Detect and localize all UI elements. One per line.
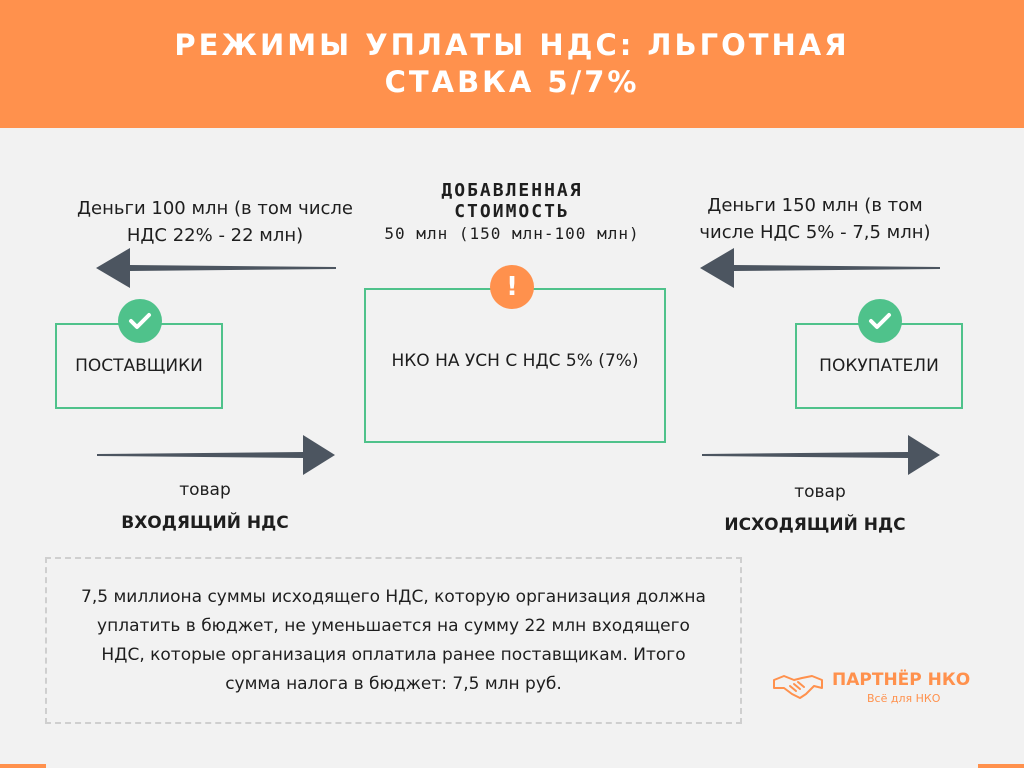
added-value-subtitle: 50 млн (150 млн-100 млн) <box>384 224 640 243</box>
logo-name: ПАРТНЁР НКО <box>832 670 971 690</box>
right-goods-label: товар <box>794 482 846 502</box>
logo: ПАРТНЁР НКО Всё для НКО <box>772 668 982 708</box>
goods-arrow-left-side <box>97 435 335 475</box>
right-money-text: Деньги 150 млн (в том числе НДС 5% - 7,5… <box>699 195 931 243</box>
explanation-text: 7,5 миллиона суммы исходящего НДС, котор… <box>81 586 706 694</box>
handshake-icon <box>773 675 823 699</box>
corner-accent-left <box>0 764 46 768</box>
logo-tagline: Всё для НКО <box>867 692 941 705</box>
page-title: РЕЖИМЫ УПЛАТЫ НДС: ЛЬГОТНАЯ СТАВКА 5/7% <box>174 28 850 99</box>
alert-glyph: ! <box>506 272 518 302</box>
money-arrow-right-side <box>700 248 940 288</box>
check-icon <box>118 299 162 343</box>
money-arrow-left <box>96 248 336 288</box>
corner-accent-right <box>978 764 1024 768</box>
alert-icon: ! <box>490 265 534 309</box>
nko-label: НКО НА УСН С НДС 5% (7%) <box>391 350 639 371</box>
outgoing-vat-label: ИСХОДЯЩИЙ НДС <box>724 515 906 535</box>
goods-arrow-right-side <box>702 435 940 475</box>
left-goods-label: товар <box>179 480 231 500</box>
left-money-text: Деньги 100 млн (в том числе НДС 22% - 22… <box>76 198 353 246</box>
header-banner: РЕЖИМЫ УПЛАТЫ НДС: ЛЬГОТНАЯ СТАВКА 5/7% <box>0 0 1024 128</box>
buyers-label: ПОКУПАТЕЛИ <box>819 356 939 376</box>
explanation-note: 7,5 миллиона суммы исходящего НДС, котор… <box>45 557 742 724</box>
nko-box: НКО НА УСН С НДС 5% (7%) <box>364 288 666 443</box>
suppliers-label: ПОСТАВЩИКИ <box>75 356 203 376</box>
check-icon <box>858 299 902 343</box>
added-value-title: ДОБАВЛЕННАЯ СТОИМОСТЬ <box>441 180 583 222</box>
incoming-vat-label: ВХОДЯЩИЙ НДС <box>121 513 289 533</box>
